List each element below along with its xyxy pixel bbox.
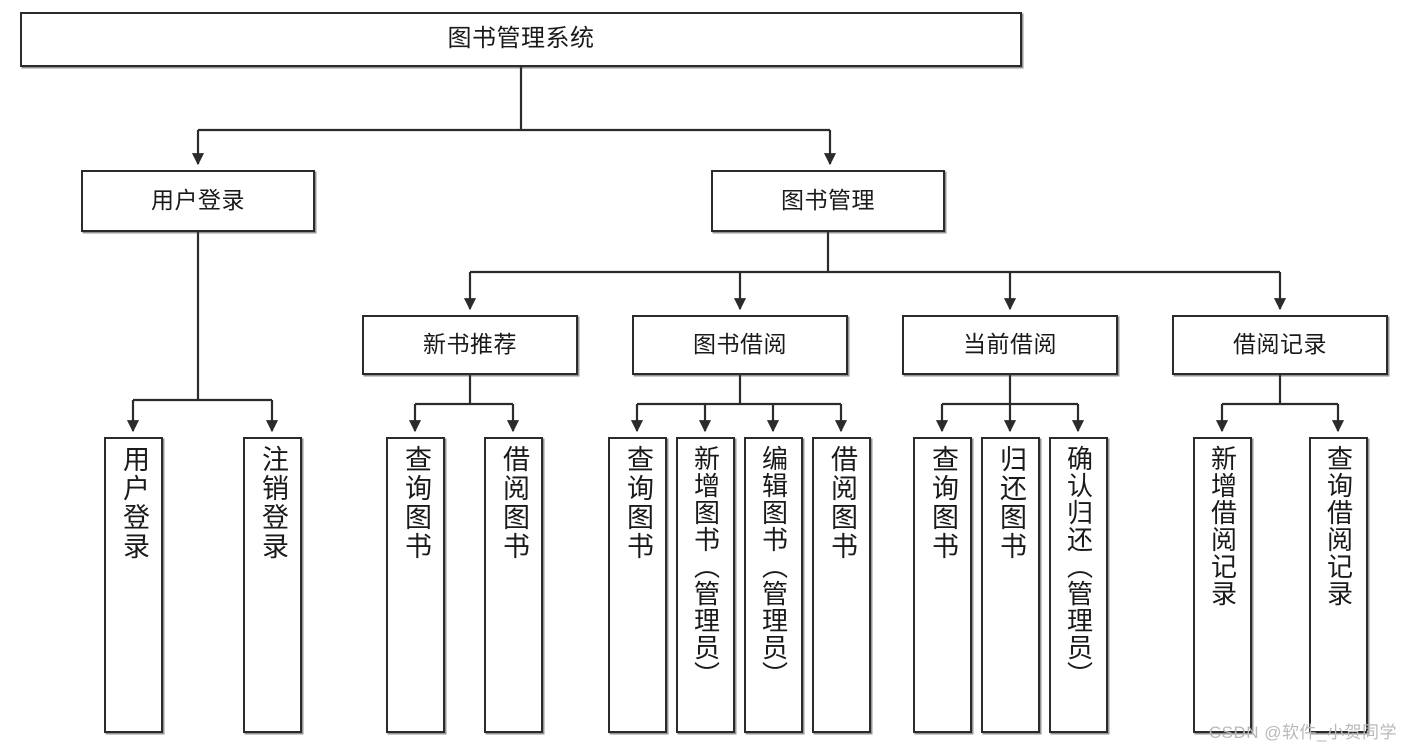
node-label: 编辑图书（管理员） [758,445,789,688]
leaf-user-login-signout[interactable]: 注销登录 [243,437,302,733]
node-label: 借阅记录 [1233,331,1327,358]
node-borrowing-records[interactable]: 借阅记录 [1172,315,1388,375]
node-label: 图书借阅 [693,331,787,358]
node-user-login[interactable]: 用户登录 [81,170,315,232]
node-book-borrowing[interactable]: 图书借阅 [632,315,848,375]
leaf-current-borrow-query-books[interactable]: 查询图书 [913,437,972,733]
node-label: 图书管理 [781,187,875,214]
node-label: 借阅图书 [827,445,857,561]
node-label: 查询图书 [401,445,431,561]
leaf-book-borrow-borrow-books[interactable]: 借阅图书 [812,437,871,733]
node-label: 归还图书 [996,445,1026,561]
leaf-current-borrow-return-books[interactable]: 归还图书 [981,437,1040,733]
csdn-watermark: CSDN @软件_小贺同学 [1208,723,1397,742]
leaf-current-borrow-confirm-return-admin[interactable]: 确认归还（管理员） [1049,437,1108,733]
leaf-user-login-signin[interactable]: 用户登录 [104,437,163,733]
node-label: 借阅图书 [499,445,529,561]
node-new-book-recommendation[interactable]: 新书推荐 [362,315,578,375]
node-label: 图书管理系统 [447,25,595,53]
node-book-management[interactable]: 图书管理 [711,170,945,232]
node-label: 新增借阅记录 [1207,445,1238,607]
leaf-new-book-borrow-books[interactable]: 借阅图书 [484,437,543,733]
node-label: 新书推荐 [423,331,517,358]
node-label: 查询图书 [928,445,958,561]
leaf-book-borrow-add-book-admin[interactable]: 新增图书（管理员） [676,437,735,733]
leaf-borrow-record-query-record[interactable]: 查询借阅记录 [1309,437,1368,733]
node-label: 查询图书 [623,445,653,561]
node-label: 确认归还（管理员） [1063,445,1094,688]
node-label: 用户登录 [119,445,149,561]
node-root-book-management-system[interactable]: 图书管理系统 [20,12,1022,67]
node-label: 用户登录 [151,187,245,214]
leaf-borrow-record-add-record[interactable]: 新增借阅记录 [1193,437,1252,733]
node-label: 当前借阅 [963,331,1057,358]
node-current-borrowing[interactable]: 当前借阅 [902,315,1118,375]
node-label: 查询借阅记录 [1323,445,1354,607]
leaf-book-borrow-query-books[interactable]: 查询图书 [608,437,667,733]
node-label: 注销登录 [258,445,288,561]
node-label: 新增图书（管理员） [690,445,721,688]
leaf-new-book-query-books[interactable]: 查询图书 [386,437,445,733]
leaf-book-borrow-edit-book-admin[interactable]: 编辑图书（管理员） [744,437,803,733]
